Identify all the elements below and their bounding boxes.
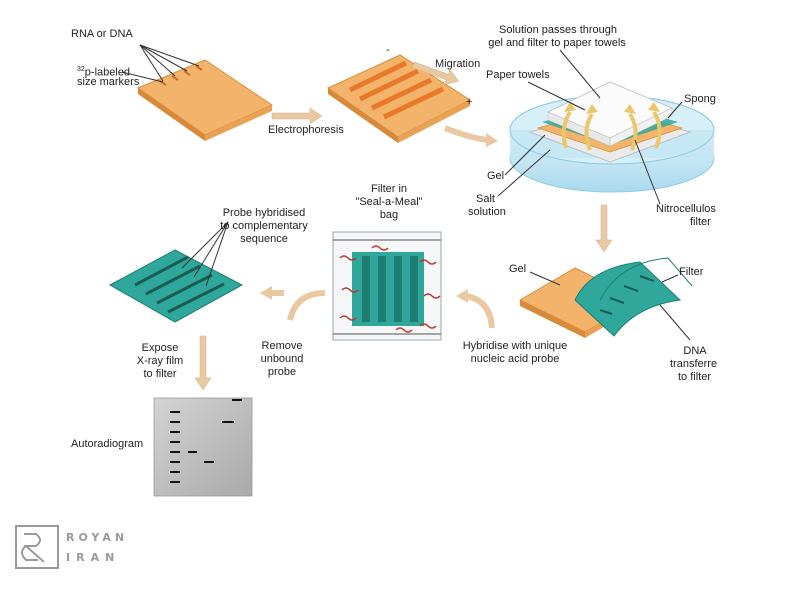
arrow-to-dish (443, 125, 498, 147)
label-salt-solution: solution (468, 206, 506, 218)
label-expose-3: to filter (143, 368, 177, 380)
label-bag-2: "Seal-a-Meal" (355, 196, 423, 208)
label-solution-2: gel and filter to paper towels (488, 37, 626, 49)
flow-arrows (561, 110, 662, 151)
pointer-lines-transfer (529, 271, 691, 341)
label-plus: + (466, 96, 473, 108)
label-remove-3: probe (267, 366, 297, 378)
gel-bands (348, 60, 445, 120)
label-hybridise-1: Hybridise with unique (462, 340, 568, 352)
label-solution-1: Solution passes through (498, 24, 618, 36)
arrow-electrophoresis (271, 107, 323, 125)
pointer-lines-probe (181, 221, 229, 287)
label-migration: Migration (435, 58, 481, 70)
label-dna-2: transferre (670, 358, 718, 370)
label-remove-2: unbound (260, 353, 304, 365)
label-expose-2: X-ray film (136, 355, 184, 367)
label-bag-3: bag (379, 209, 399, 221)
label-gel-dish: Gel (487, 170, 505, 182)
label-probe-3: sequence (240, 233, 288, 245)
arrow-expose (194, 335, 212, 391)
arrow-hybridise (456, 289, 495, 329)
running-gel (326, 54, 471, 143)
label-rna-dna: RNA or DNA (71, 28, 133, 40)
label-p32: 32p-labeled (77, 63, 130, 80)
label-sponge: Spong (684, 93, 716, 105)
label-gel-transfer: Gel (509, 263, 527, 275)
label-bag-1: Filter in (370, 183, 408, 195)
label-salt: Salt (476, 193, 495, 205)
arrow-down-dish (595, 204, 613, 253)
label-size-markers: size markers (77, 76, 140, 88)
label-electrophoresis: Electrophoresis (268, 124, 344, 136)
seal-a-meal-bag (332, 231, 442, 341)
label-nitro-filter: filter (690, 216, 711, 228)
label-probe-1: Probe hybridised (222, 207, 306, 219)
label-p32-rest: p-labeled (84, 66, 131, 79)
royan-logo-mark (15, 525, 59, 569)
label-dna-1: DNA (683, 345, 707, 357)
probed-filter (108, 249, 244, 323)
label-nitro: Nitrocellulos (656, 203, 716, 215)
film-bands (170, 399, 242, 483)
label-autoradiogram: Autoradiogram (71, 438, 144, 450)
loading-gel (136, 59, 274, 141)
label-paper-towels: Paper towels (486, 69, 550, 81)
gel-filter-transfer (518, 257, 693, 338)
label-hybridise-2: nucleic acid probe (470, 353, 560, 365)
label-probe-2: to complementary (220, 220, 308, 232)
pointer-lines-rna (121, 44, 200, 83)
probe-squiggles (339, 245, 441, 333)
label-minus: - (386, 44, 390, 56)
label-dna-3: to filter (678, 371, 712, 383)
label-p32-sup: 32 (77, 66, 85, 73)
logo-text-iran: IRAN (66, 551, 121, 564)
label-filter: Filter (679, 266, 704, 278)
capillary-transfer-dish (509, 81, 715, 193)
arrow-migration (412, 61, 459, 85)
autoradiogram-film (153, 397, 253, 497)
pointer-lines-dish (497, 49, 683, 205)
label-expose-1: Expose (141, 342, 179, 354)
arrow-remove-probe (260, 286, 326, 321)
logo-text-royan: ROYAN (66, 531, 129, 544)
label-remove-1: Remove (261, 340, 303, 352)
